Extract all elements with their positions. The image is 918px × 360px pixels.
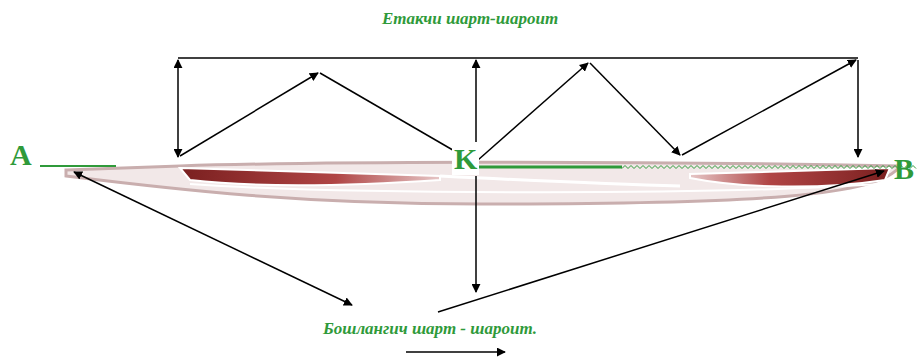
leading-condition-label: Етакчи шарт-шароит xyxy=(382,10,558,29)
initial-condition-label: Бошлангич шарт - шароит. xyxy=(323,320,537,339)
point-label: A xyxy=(10,138,32,171)
point-label: K xyxy=(452,142,479,175)
wavy-line xyxy=(622,166,916,169)
surface-line xyxy=(40,165,116,167)
zigzag-arrows xyxy=(180,60,856,160)
surface-line xyxy=(476,166,622,169)
lower-arrows xyxy=(74,171,884,352)
wavy-surface xyxy=(622,166,916,169)
lens-body xyxy=(66,162,900,204)
point-label: B xyxy=(894,152,914,185)
top-bracket xyxy=(178,58,858,157)
